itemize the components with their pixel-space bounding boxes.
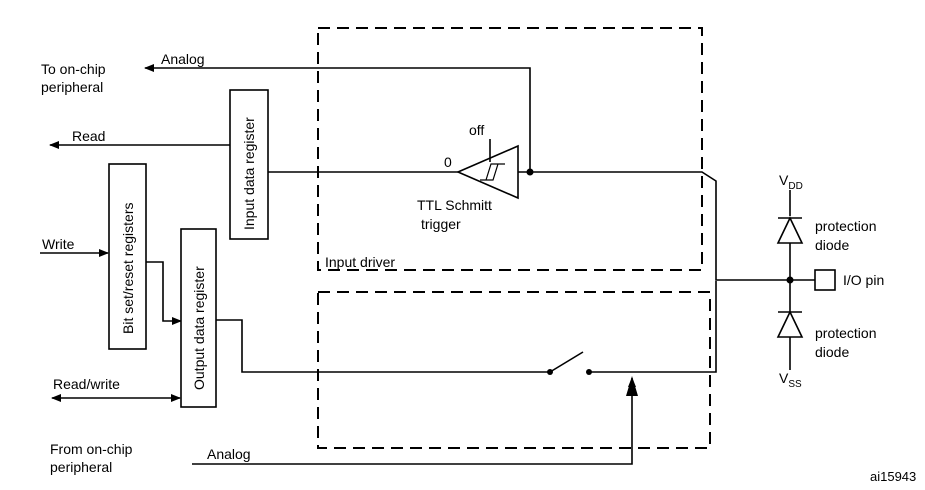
- bottom-diode-icon: [776, 310, 804, 338]
- from-onchip-label-line2: peripheral: [50, 459, 112, 475]
- from-onchip-label-line1: From on-chip: [50, 441, 133, 457]
- read-write-label: Read/write: [53, 376, 120, 392]
- io-pin-box: [814, 269, 836, 291]
- analog-top-label: Analog: [161, 51, 205, 67]
- write-label: Write: [42, 236, 75, 252]
- trigger-label: trigger: [421, 216, 461, 232]
- input-data-register-box: [229, 89, 269, 240]
- hysteresis-icon: [480, 163, 505, 181]
- vss-label: VSS: [779, 370, 802, 390]
- zero-label: 0: [444, 154, 452, 170]
- input-data-register-label: Input data register: [241, 117, 257, 230]
- input-driver-label: Input driver: [325, 254, 395, 270]
- output-reg-to-switch-wire: [216, 319, 549, 373]
- top-diode-icon: [776, 216, 804, 244]
- analog-bottom-label: Analog: [207, 446, 251, 462]
- protection-top-label-line1: protection: [815, 218, 876, 234]
- ttl-schmitt-label: TTL Schmitt: [417, 197, 492, 213]
- off-label: off: [469, 122, 484, 138]
- vdd-label: VDD: [779, 172, 803, 192]
- schmitt-to-pin-wire: [518, 171, 790, 281]
- bitset-to-output-wire: [146, 261, 182, 325]
- output-data-register-box: [180, 228, 217, 408]
- analog-top-wire: [144, 64, 531, 172]
- read-label: Read: [72, 128, 105, 144]
- switch-to-pin-wire: [589, 281, 717, 373]
- analog-bottom-arrowhead: [626, 376, 638, 396]
- protection-top-label-line2: diode: [815, 237, 849, 253]
- analog-bottom-wire: [192, 377, 636, 465]
- io-pin-label: I/O pin: [843, 272, 884, 288]
- bit-set-reset-registers-box: [108, 163, 147, 350]
- analog-junction-dot: [526, 168, 534, 176]
- protection-bottom-label-line1: protection: [815, 325, 876, 341]
- input-driver-region: [317, 27, 703, 271]
- switch-blade: [549, 351, 584, 373]
- figure-id-label: ai15943: [870, 469, 916, 484]
- to-onchip-label-line2: peripheral: [41, 79, 103, 95]
- output-data-register-label: Output data register: [191, 266, 207, 390]
- protection-bottom-label-line2: diode: [815, 344, 849, 360]
- output-driver-region: [317, 291, 711, 449]
- bit-set-reset-registers-label: Bit set/reset registers: [120, 203, 136, 335]
- to-onchip-label-line1: To on-chip: [41, 61, 106, 77]
